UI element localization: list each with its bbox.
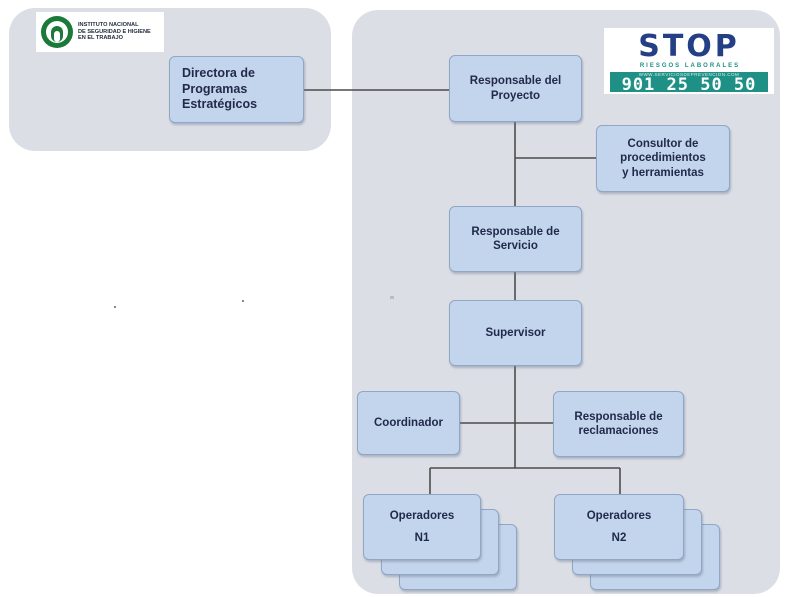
stop-logo-subtitle: RIESGOS LABORALES xyxy=(639,63,741,69)
operadores-n1-label-1: Operadores xyxy=(389,509,455,522)
directora-label-3: Estratégicos xyxy=(182,97,258,112)
consultor-label-3: y herramientas xyxy=(622,166,704,179)
directora-box: Directora de Programas Estratégicos xyxy=(169,56,304,123)
responsable-reclamaciones-label-2: reclamaciones xyxy=(578,425,659,437)
responsable-servicio-label-2: Servicio xyxy=(493,240,538,252)
insst-logo-text: INSTITUTO NACIONAL DE SEGURIDAD E HIGIEN… xyxy=(78,22,151,42)
directora-label-2: Programas xyxy=(182,81,248,96)
scan-speck xyxy=(242,300,244,302)
operadores-n1-box: Operadores N1 xyxy=(363,494,481,560)
operadores-n2-label-2: N2 xyxy=(611,532,627,544)
insst-logo: INSTITUTO NACIONAL DE SEGURIDAD E HIGIEN… xyxy=(36,12,164,52)
operadores-n2-box: Operadores N2 xyxy=(554,494,684,560)
coordinador-box: Coordinador xyxy=(357,391,460,455)
directora-label-1: Directora de xyxy=(182,66,255,81)
coordinador-label: Coordinador xyxy=(374,416,443,429)
responsable-servicio-label-1: Responsable de xyxy=(471,225,560,238)
responsable-reclamaciones-box: Responsable de reclamaciones xyxy=(553,391,684,457)
scan-speck xyxy=(390,296,394,299)
stop-logo: STOP RIESGOS LABORALES WWW.SERVICIOSDEPR… xyxy=(604,28,774,94)
insst-emblem-icon xyxy=(41,16,73,48)
consultor-label-1: Consultor de xyxy=(627,137,699,150)
stop-logo-phone: 901 25 50 50 xyxy=(621,75,757,94)
responsable-proyecto-box: Responsable del Proyecto xyxy=(449,55,582,122)
supervisor-box: Supervisor xyxy=(449,300,582,366)
consultor-label-2: procedimientos xyxy=(620,152,706,165)
stop-logo-title: STOP xyxy=(638,29,740,64)
scan-speck xyxy=(114,306,116,308)
responsable-reclamaciones-label-1: Responsable de xyxy=(574,410,663,423)
consultor-box: Consultor de procedimientos y herramient… xyxy=(596,125,730,192)
responsable-servicio-box: Responsable de Servicio xyxy=(449,206,582,272)
operadores-n2-label-1: Operadores xyxy=(586,509,652,522)
stop-logo-bar xyxy=(610,72,768,92)
responsable-proyecto-label-2: Proyecto xyxy=(490,89,541,102)
supervisor-label: Supervisor xyxy=(485,326,546,339)
responsable-proyecto-label-1: Responsable del xyxy=(469,75,562,88)
operadores-n1-label-2: N1 xyxy=(414,532,430,544)
stop-logo-url: WWW.SERVICIOSDEPREVENCION.COM xyxy=(638,72,740,77)
